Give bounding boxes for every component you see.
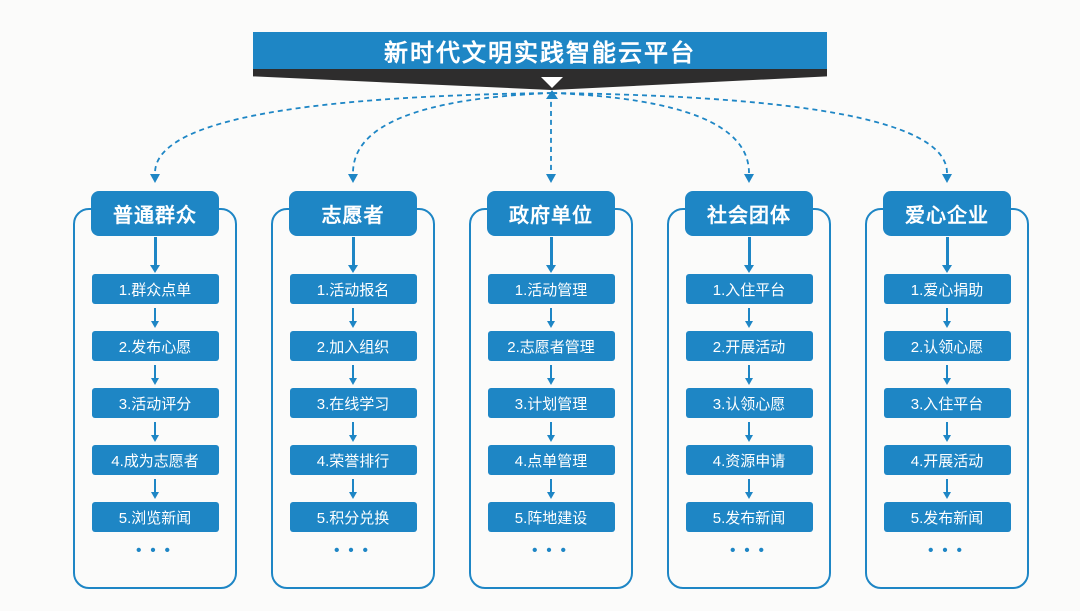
ellipsis-more: •••: [136, 542, 179, 559]
down-arrowhead-icon: [150, 174, 160, 183]
step-box: 4.开展活动: [883, 445, 1011, 475]
column-header-social: 社会团体: [685, 191, 813, 236]
column-stack: 爱心企业 1.爱心捐助 2.认领心愿 3.入住平台 4.开展活动 5.发布新闻 …: [865, 191, 1029, 559]
column-stack: 政府单位 1.活动管理 2.志愿者管理 3.计划管理 4.点单管理 5.阵地建设…: [469, 191, 633, 559]
dashed-connectors: [154, 92, 948, 174]
down-arrow-icon: [547, 361, 555, 388]
platform-banner: 新时代文明实践智能云平台: [253, 32, 827, 69]
column-stack: 普通群众 1.群众点单 2.发布心愿 3.活动评分 4.成为志愿者 5.浏览新闻…: [73, 191, 237, 559]
step-box: 2.加入组织: [289, 331, 417, 361]
column-stack: 志愿者 1.活动报名 2.加入组织 3.在线学习 4.荣誉排行 5.积分兑换 •…: [271, 191, 435, 559]
step-box: 5.浏览新闻: [91, 502, 219, 532]
down-arrowhead-icon: [546, 174, 556, 183]
connector-to-social: [551, 92, 750, 174]
connector-to-public: [154, 92, 553, 174]
fan-connector-lines: [150, 90, 952, 183]
column-stack: 社会团体 1.入住平台 2.开展活动 3.认领心愿 4.资源申请 5.发布新闻 …: [667, 191, 831, 559]
down-arrowhead-icon: [348, 174, 358, 183]
ellipsis-more: •••: [730, 542, 773, 559]
ellipsis-more: •••: [334, 542, 377, 559]
down-triangle-icon: [541, 77, 563, 88]
step-box: 5.阵地建设: [487, 502, 615, 532]
step-box: 3.认领心愿: [685, 388, 813, 418]
connector-to-enterprise: [551, 92, 948, 174]
role-column-public: 普通群众 1.群众点单 2.发布心愿 3.活动评分 4.成为志愿者 5.浏览新闻…: [73, 191, 237, 591]
down-arrow-icon: [546, 236, 556, 274]
down-arrow-icon: [745, 418, 753, 445]
ellipsis-more: •••: [928, 542, 971, 559]
down-arrow-icon: [547, 418, 555, 445]
connector-arrowheads: [150, 90, 952, 183]
role-column-government: 政府单位 1.活动管理 2.志愿者管理 3.计划管理 4.点单管理 5.阵地建设…: [469, 191, 633, 591]
column-header-government: 政府单位: [487, 191, 615, 236]
step-box: 5.发布新闻: [685, 502, 813, 532]
role-column-enterprise: 爱心企业 1.爱心捐助 2.认领心愿 3.入住平台 4.开展活动 5.发布新闻 …: [865, 191, 1029, 591]
connector-to-volunteer: [352, 92, 553, 174]
step-box: 3.计划管理: [487, 388, 615, 418]
step-box: 1.入住平台: [685, 274, 813, 304]
down-arrow-icon: [151, 304, 159, 331]
column-header-public: 普通群众: [91, 191, 219, 236]
down-arrow-icon: [942, 236, 952, 274]
down-arrow-icon: [745, 304, 753, 331]
down-arrowhead-icon: [942, 174, 952, 183]
down-arrow-icon: [547, 475, 555, 502]
column-header-volunteer: 志愿者: [289, 191, 417, 236]
down-arrow-icon: [547, 304, 555, 331]
up-arrowhead-icon: [546, 90, 558, 99]
step-box: 4.成为志愿者: [91, 445, 219, 475]
step-box: 4.点单管理: [487, 445, 615, 475]
down-arrow-icon: [744, 236, 754, 274]
down-arrow-icon: [349, 418, 357, 445]
step-box: 2.发布心愿: [91, 331, 219, 361]
down-arrow-icon: [151, 475, 159, 502]
down-arrow-icon: [943, 418, 951, 445]
down-arrow-icon: [150, 236, 160, 274]
column-header-enterprise: 爱心企业: [883, 191, 1011, 236]
down-arrow-icon: [745, 361, 753, 388]
platform-title: 新时代文明实践智能云平台: [384, 40, 696, 67]
step-box: 1.活动报名: [289, 274, 417, 304]
role-column-social: 社会团体 1.入住平台 2.开展活动 3.认领心愿 4.资源申请 5.发布新闻 …: [667, 191, 831, 591]
step-box: 1.活动管理: [487, 274, 615, 304]
step-box: 2.志愿者管理: [487, 331, 615, 361]
down-arrow-icon: [151, 361, 159, 388]
step-box: 2.认领心愿: [883, 331, 1011, 361]
step-box: 3.入住平台: [883, 388, 1011, 418]
down-arrow-icon: [943, 475, 951, 502]
down-arrow-icon: [151, 418, 159, 445]
ellipsis-more: •••: [532, 542, 575, 559]
step-box: 2.开展活动: [685, 331, 813, 361]
down-arrow-icon: [943, 304, 951, 331]
down-arrow-icon: [943, 361, 951, 388]
down-arrow-icon: [349, 361, 357, 388]
down-arrow-icon: [348, 236, 358, 274]
down-arrow-icon: [349, 304, 357, 331]
down-arrow-icon: [745, 475, 753, 502]
step-box: 4.资源申请: [685, 445, 813, 475]
step-box: 5.积分兑换: [289, 502, 417, 532]
step-box: 3.活动评分: [91, 388, 219, 418]
step-box: 4.荣誉排行: [289, 445, 417, 475]
step-box: 1.爱心捐助: [883, 274, 1011, 304]
step-box: 1.群众点单: [91, 274, 219, 304]
step-box: 5.发布新闻: [883, 502, 1011, 532]
banner-fold-shape: [253, 69, 827, 90]
step-box: 3.在线学习: [289, 388, 417, 418]
down-arrowhead-icon: [744, 174, 754, 183]
down-arrow-icon: [349, 475, 357, 502]
role-column-volunteer: 志愿者 1.活动报名 2.加入组织 3.在线学习 4.荣誉排行 5.积分兑换 •…: [271, 191, 435, 591]
